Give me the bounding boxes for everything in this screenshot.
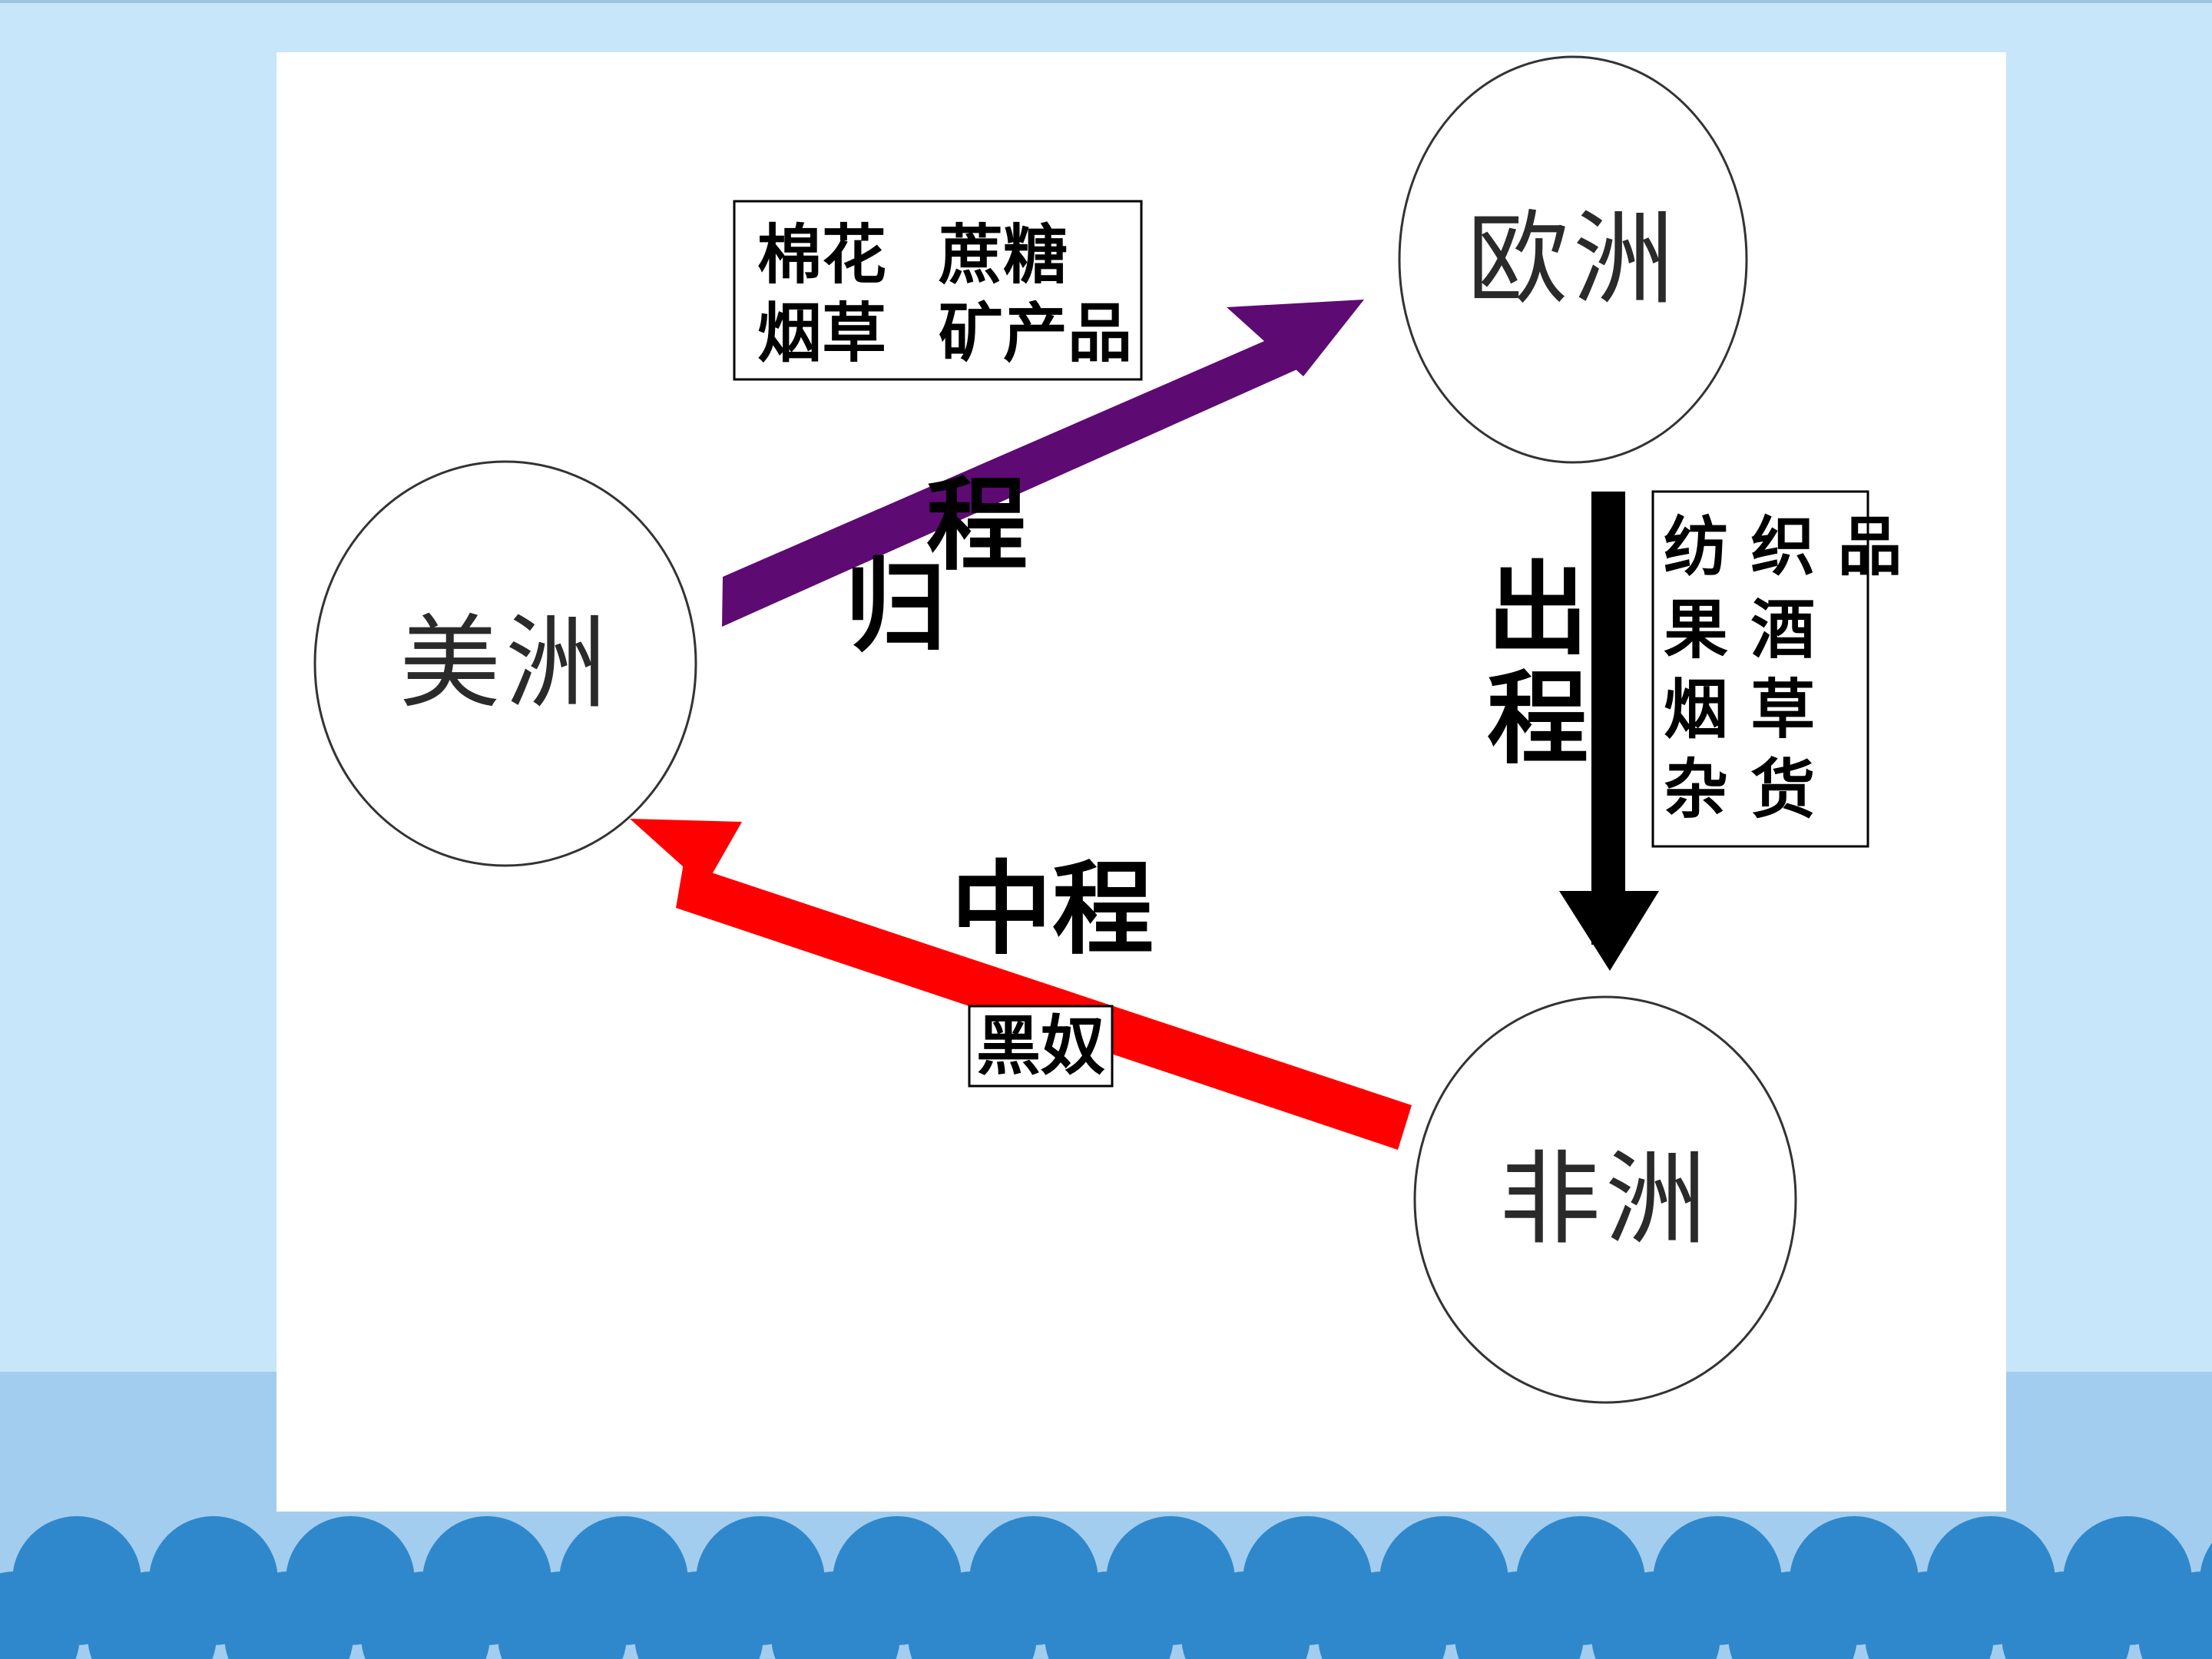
trade-triangle-diagram: 美洲 欧洲 非洲 归 程 出 程 中程 棉花 蔗糖 烟草 矿产品 纺 织 品 [313, 55, 1902, 1404]
cargo-outbound-item: 杂 货 [1664, 752, 1815, 827]
top-edge [0, 0, 2212, 3]
cargo-return-item: 蔗糖 [939, 217, 1068, 293]
node-africa-label: 非洲 [1499, 1141, 1711, 1259]
cargo-outbound-item: 果 酒 [1664, 592, 1815, 667]
outbound-route-label-char-1: 出 [1487, 551, 1588, 670]
middle-arrow-head [630, 819, 742, 886]
wave-scallop [1318, 1571, 1447, 1659]
cargo-box-return: 棉花 蔗糖 烟草 矿产品 [733, 200, 1143, 381]
wave-scallop [2002, 1571, 2131, 1659]
node-europe: 欧洲 [1398, 55, 1748, 464]
middle-route-label: 中程 [951, 850, 1154, 969]
cargo-return-item: 棉花 [757, 217, 886, 293]
wave-scallop [1865, 1571, 1994, 1659]
wave-scallop [361, 1571, 490, 1659]
wave-scallop [2138, 1571, 2212, 1659]
wave-scallop [0, 1571, 80, 1659]
node-europe-label: 欧洲 [1467, 200, 1679, 319]
return-route-label-char-2: 程 [926, 466, 1028, 585]
cargo-outbound-item: 纺 织 品 [1664, 509, 1902, 584]
wave-scallop [771, 1571, 900, 1659]
wave-scallop [498, 1571, 627, 1659]
return-arrow-shaft [722, 326, 1314, 627]
cargo-return-item: 烟草 [757, 296, 886, 371]
node-america: 美洲 [313, 460, 697, 867]
outbound-arrow-shaft [1591, 492, 1625, 945]
cargo-middle-item: 黑奴 [976, 1008, 1105, 1084]
node-africa: 非洲 [1413, 995, 1797, 1404]
cargo-box-outbound: 纺 织 品 果 酒 烟 草 杂 货 [1651, 490, 1902, 848]
node-america-label: 美洲 [399, 604, 611, 723]
wave-scallop [1728, 1571, 1857, 1659]
cargo-box-middle: 黑奴 [968, 1005, 1114, 1088]
wave-scallop [908, 1571, 1037, 1659]
wave-scallop [634, 1571, 763, 1659]
return-route-arrow [722, 300, 1364, 627]
cargo-outbound-item: 烟 草 [1664, 672, 1815, 747]
return-route-label-char-1: 归 [845, 548, 946, 667]
wave-scallop [1181, 1571, 1310, 1659]
wave-decoration [0, 1516, 2212, 1659]
wave-scallop [1045, 1571, 1174, 1659]
outbound-route-label-char-2: 程 [1487, 660, 1588, 779]
cargo-return-item: 矿产品 [939, 296, 1132, 371]
wave-scallop [1455, 1571, 1584, 1659]
outbound-arrow-head [1559, 891, 1659, 971]
wave-row-front [0, 1571, 2212, 1659]
outbound-route-arrow [1559, 492, 1659, 971]
wave-scallop [1591, 1571, 1720, 1659]
wave-scallop [224, 1571, 353, 1659]
return-arrow-head [1227, 300, 1364, 376]
wave-scallop [88, 1571, 217, 1659]
